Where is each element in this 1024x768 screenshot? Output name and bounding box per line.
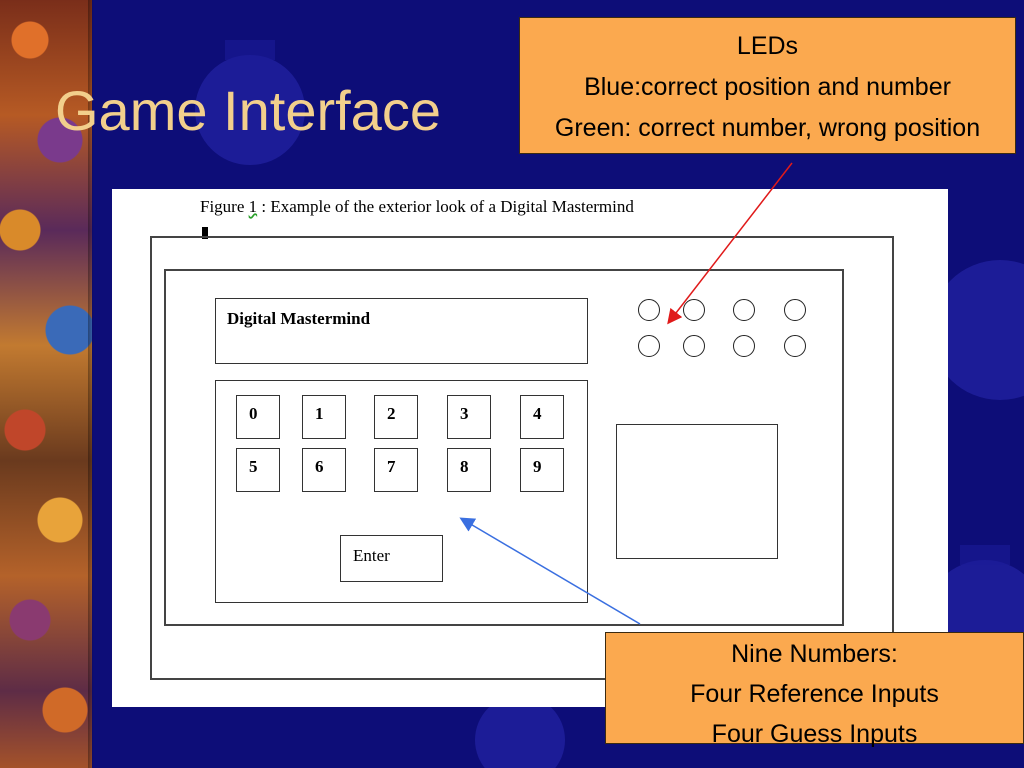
caption-prefix: Figure — [200, 197, 249, 216]
callout-line: Four Guess Inputs — [711, 720, 918, 748]
text-cursor-mark — [202, 227, 208, 239]
callout-line: Four Reference Inputs — [690, 680, 939, 708]
led-indicator — [638, 299, 660, 321]
led-indicator — [733, 335, 755, 357]
key-7[interactable]: 7 — [374, 448, 418, 492]
caption-number: 1 — [248, 197, 258, 216]
enter-button[interactable]: Enter — [340, 535, 443, 582]
slide-title: Game Interface — [55, 79, 441, 142]
gear-shape — [195, 55, 305, 165]
caption-text: : Example of the exterior look of a Digi… — [257, 197, 634, 216]
key-9[interactable]: 9 — [520, 448, 564, 492]
display-screen — [616, 424, 778, 559]
device-outer-frame — [150, 236, 894, 680]
number-keypad: 0 1 2 3 4 5 6 7 8 9 — [215, 380, 588, 603]
key-8[interactable]: 8 — [447, 448, 491, 492]
display-title: Digital Mastermind — [227, 309, 371, 328]
gear-tooth — [225, 40, 275, 60]
key-2[interactable]: 2 — [374, 395, 418, 439]
callout-line: Green: correct number, wrong position — [554, 114, 981, 142]
mastermind-figure: Figure 1 : Example of the exterior look … — [112, 189, 948, 707]
led-indicator — [784, 299, 806, 321]
callout-line: LEDs — [736, 32, 799, 60]
callout-line: Nine Numbers: — [731, 640, 898, 668]
gear-shape — [475, 695, 565, 768]
gear-tooth — [960, 545, 1010, 565]
key-3[interactable]: 3 — [447, 395, 491, 439]
key-1[interactable]: 1 — [302, 395, 346, 439]
callout-line: Blue:correct position and number — [584, 73, 951, 101]
decorative-collage-strip — [0, 0, 92, 768]
key-6[interactable]: 6 — [302, 448, 346, 492]
leds-callout: LEDs Blue:correct position and number Gr… — [519, 17, 1016, 154]
collage-strip-shadow — [88, 0, 94, 768]
figure-caption: Figure 1 : Example of the exterior look … — [200, 197, 634, 217]
led-indicator — [784, 335, 806, 357]
led-indicator — [638, 335, 660, 357]
led-indicator — [683, 299, 705, 321]
key-4[interactable]: 4 — [520, 395, 564, 439]
key-0[interactable]: 0 — [236, 395, 280, 439]
device-inner-panel — [164, 269, 844, 626]
key-5[interactable]: 5 — [236, 448, 280, 492]
led-indicator — [683, 335, 705, 357]
led-indicator — [733, 299, 755, 321]
numbers-callout: Nine Numbers: Four Reference Inputs Four… — [605, 632, 1024, 748]
gear-shape — [930, 260, 1024, 400]
title-display: Digital Mastermind — [215, 298, 588, 364]
